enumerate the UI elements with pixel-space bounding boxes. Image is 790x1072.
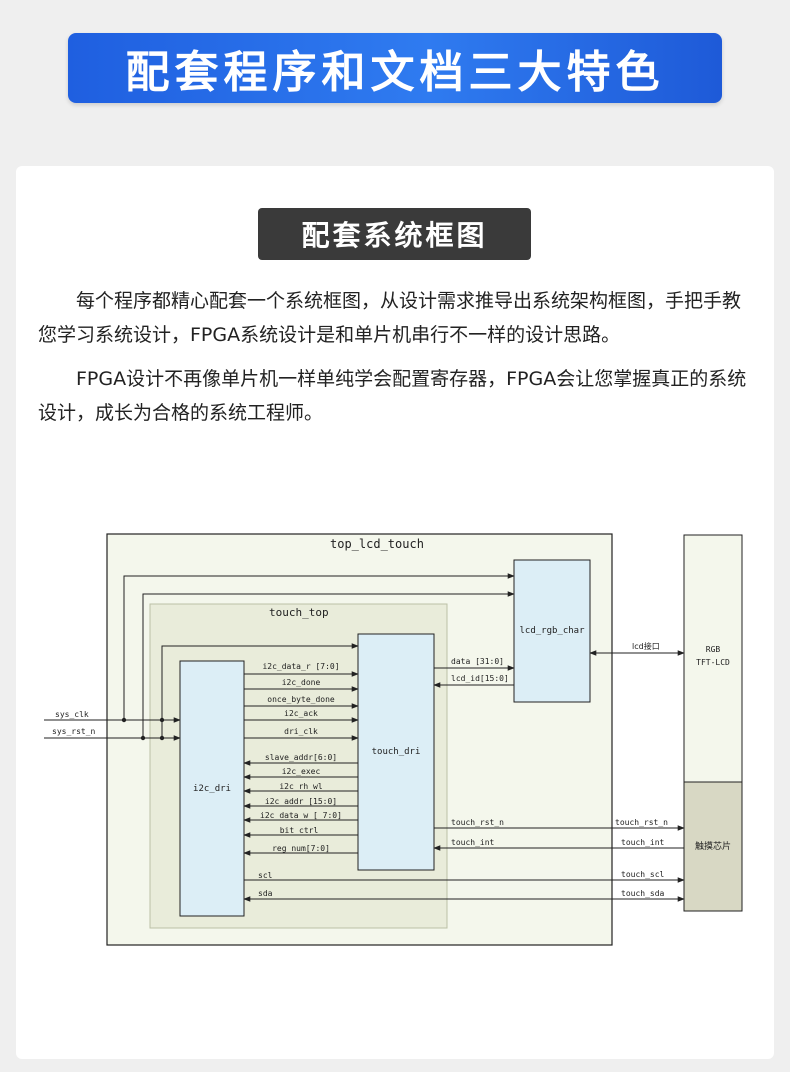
lcd-rgb-char-block (513, 559, 591, 703)
section-title-pill: 配套系统框图 (258, 208, 531, 260)
scl-inner-label: scl (258, 871, 273, 880)
lcd-id-label: lcd_id[15:0] (451, 674, 509, 683)
banner-title: 配套程序和文档三大特色 (125, 47, 665, 98)
i2c-dri-block (179, 660, 245, 917)
touch-top-label: touch_top (269, 606, 329, 619)
lcd-port-label: lcd接口 (632, 641, 660, 651)
touch-dri-label: touch_dri (372, 747, 421, 757)
sys-rst-label: sys_rst_n (52, 727, 96, 736)
sda-inner-label: sda (258, 889, 273, 898)
i2c-data-r-label: i2c_data_r [7:0] (262, 662, 339, 671)
touch-rst-outer-label: touch_rst_n (615, 818, 668, 827)
title-banner: 配套程序和文档三大特色 (68, 33, 722, 103)
i2c-addr-label: i2c_addr [15:0] (265, 797, 337, 806)
clk-to-lcd-line (123, 573, 515, 720)
intro-paragraph-2: FPGA设计不再像单片机一样单纯学会配置寄存器，FPGA会让您掌握真正的系统设计… (38, 368, 747, 424)
lcd-panel-label-1: RGB (706, 645, 721, 654)
touch-chip-label: 触摸芯片 (695, 840, 731, 852)
i2c-rh-wl-label: i2c_rh_wl (279, 782, 323, 791)
sys-clk-label: sys_clk (55, 710, 89, 719)
i2c-data-w-label: i2c_data_w [ 7:0] (260, 811, 342, 820)
slave-addr-label: slave_addr[6:0] (265, 753, 337, 762)
top-module-label: top_lcd_touch (330, 537, 424, 551)
intro-paragraph-1: 每个程序都精心配套一个系统框图，从设计需求推导出系统架构框图，手把手教您学习系统… (38, 290, 742, 346)
rgb-lcd-panel (683, 534, 743, 783)
i2c-exec-label: i2c_exec (282, 767, 321, 776)
touch-dri-block (357, 633, 435, 871)
touch-int-inner-label: touch_int (451, 838, 495, 847)
dri-clk-label: dri_clk (284, 727, 318, 736)
once-byte-done-label: once_byte_done (267, 695, 335, 704)
lcd-data-label: data [31:0] (451, 657, 504, 666)
section-title: 配套系统框图 (301, 219, 488, 252)
touch-scl-outer-label: touch_scl (621, 870, 665, 879)
touch-int-outer-label: touch_int (621, 838, 665, 847)
i2c-dri-label: i2c_dri (193, 784, 231, 794)
lcd-panel-label-2: TFT-LCD (696, 658, 730, 667)
lcd-rgb-char-label: lcd_rgb_char (519, 626, 585, 636)
touch-sda-outer-label: touch_sda (621, 889, 665, 898)
i2c-done-label: i2c_done (282, 678, 321, 687)
i2c-ack-label: i2c_ack (284, 709, 318, 718)
rst-to-lcd-line (142, 591, 515, 738)
touch-chip-block (683, 781, 743, 912)
reg-num-label: reg_num[7:0] (272, 844, 330, 853)
bit-ctrl-label: bit_ctrl (280, 826, 319, 835)
i2c-bus: i2c_data_r [7:0] i2c_done once_byte_done… (243, 662, 359, 856)
touch-rst-inner-label: touch_rst_n (451, 818, 504, 827)
